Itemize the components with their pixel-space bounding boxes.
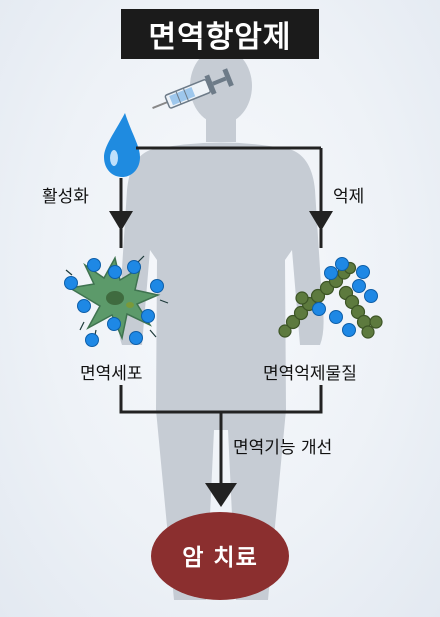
label-result: 암 치료 [182, 545, 258, 571]
immune-cell-icon [64, 255, 169, 347]
label-activation: 활성화 [42, 187, 89, 207]
arrow-result [205, 483, 237, 507]
syringe-icon [152, 68, 234, 110]
drop-highlight [110, 150, 118, 166]
arrow-activation [109, 211, 133, 231]
page-title: 면역항암제 [121, 9, 319, 59]
arrow-suppression [309, 211, 333, 231]
label-immune-cell: 면역세포 [80, 364, 143, 384]
suppressor-chain-icon [278, 257, 383, 339]
label-immune-suppressor: 면역억제물질 [263, 364, 357, 384]
label-improvement: 면역기능 개선 [233, 438, 333, 458]
body-silhouette [118, 48, 324, 600]
label-suppression: 억제 [333, 187, 365, 207]
result-ellipse [151, 512, 289, 600]
connector-lines [119, 146, 323, 484]
drop-icon [104, 113, 140, 177]
